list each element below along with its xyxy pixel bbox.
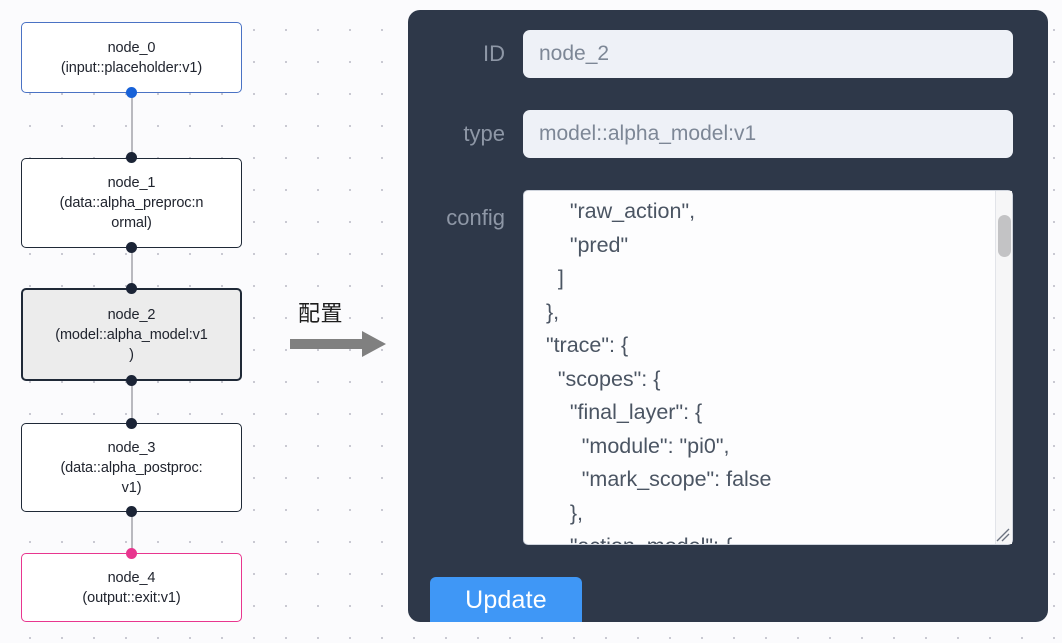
node-handle-node_2-input[interactable] (126, 283, 137, 294)
graph-node-node_0[interactable]: node_0 (input::placeholder:v1) (21, 22, 242, 93)
annotation-group: 配置 (290, 296, 400, 366)
node-subtitle-line-1: (model::alpha_model:v1 (55, 326, 208, 343)
node-title: node_2 (107, 306, 156, 323)
id-field-row: ID (408, 30, 1013, 78)
graph-node-node_1[interactable]: node_1 (data::alpha_preproc:n ormal) (21, 158, 242, 248)
graph-node-node_2[interactable]: node_2 (model::alpha_model:v1 ) (21, 288, 242, 381)
node-title: node_3 (107, 439, 156, 456)
type-input[interactable] (523, 110, 1013, 158)
node-handle-node_3-output[interactable] (126, 506, 137, 517)
id-field-label: ID (483, 41, 505, 66)
annotation-label: 配置 (298, 302, 344, 327)
config-field-label: config (446, 205, 505, 230)
node-handle-node_3-input[interactable] (126, 418, 137, 429)
id-input[interactable] (523, 30, 1013, 78)
edge-node3-node4 (131, 511, 133, 555)
config-textarea[interactable]: "raw_action", "pred" ] }, "trace": { "sc… (523, 190, 1013, 545)
type-field-label: type (463, 121, 505, 146)
graph-node-node_3[interactable]: node_3 (data::alpha_postproc: v1) (21, 423, 242, 512)
node-title: node_1 (107, 175, 156, 191)
node-subtitle: (input::placeholder:v1) (60, 59, 203, 76)
node-title: node_4 (107, 569, 156, 586)
node-subtitle-line-1: (data::alpha_postproc: (60, 459, 203, 476)
node-subtitle-line-2: ormal) (111, 215, 152, 231)
edge-node0-node1 (131, 92, 133, 160)
node-subtitle-line-2: v1) (121, 479, 142, 496)
node-subtitle-line-1: (data::alpha_preproc:n (59, 195, 204, 211)
edge-node1-node2 (131, 247, 133, 290)
update-button[interactable]: Update (430, 577, 582, 622)
node-handle-node_1-input[interactable] (126, 152, 137, 163)
config-scrollbar-thumb[interactable] (998, 215, 1011, 257)
right-arrow-icon (290, 331, 386, 357)
node-subtitle: (output::exit:v1) (82, 589, 181, 606)
graph-node-node_4[interactable]: node_4 (output::exit:v1) (21, 553, 242, 622)
resize-handle-icon[interactable] (993, 525, 1011, 543)
config-textarea-wrapper: "raw_action", "pred" ] }, "trace": { "sc… (523, 190, 1013, 545)
node-subtitle-line-2: ) (129, 346, 134, 363)
node-inspector-panel: ID type config "raw_action", "pred" ] },… (408, 10, 1048, 622)
node-handle-node_1-output[interactable] (126, 242, 137, 253)
config-field-row: config "raw_action", "pred" ] }, "trace"… (408, 190, 1013, 545)
node-handle-node_2-output[interactable] (126, 375, 137, 386)
edge-node2-node3 (131, 380, 133, 425)
node-handle-node_4-input[interactable] (126, 548, 137, 559)
node-handle-node_0-output[interactable] (126, 87, 137, 98)
node-title: node_0 (107, 39, 156, 56)
type-field-row: type (408, 110, 1013, 158)
config-scrollbar[interactable] (995, 191, 1012, 544)
